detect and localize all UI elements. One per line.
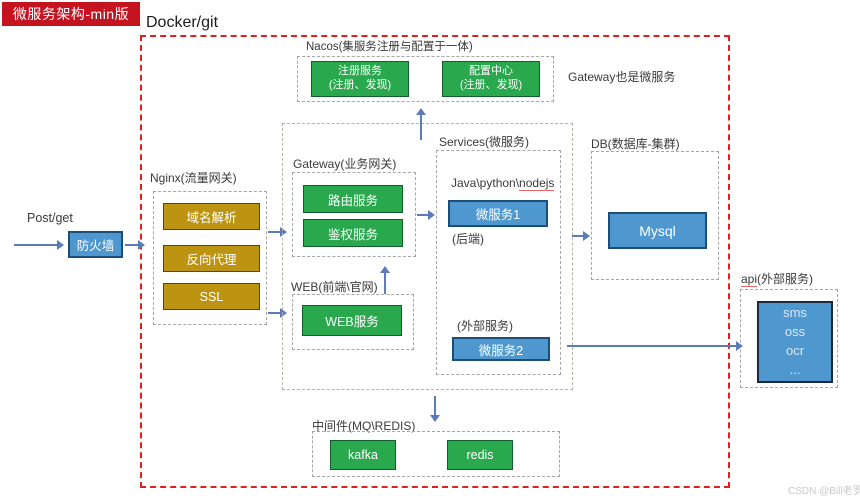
web-section-box	[292, 294, 414, 350]
runtime-prefix: Java\python\	[451, 176, 520, 190]
nginx-section-box	[153, 191, 267, 325]
services-section-box	[436, 150, 561, 375]
runtime-suffix: nodejs	[519, 176, 555, 191]
runtime-label: Java\python\nodejs	[451, 176, 555, 191]
watermark: CSDN @Bill老罗	[788, 486, 860, 497]
db-section-label: DB(数据库-集群)	[591, 137, 680, 151]
node-registry-line1: 注册服务	[338, 65, 382, 78]
gateway-section-box	[292, 172, 416, 257]
api-line-ocr: ocr	[785, 343, 805, 358]
docker-git-label: Docker/git	[146, 14, 219, 31]
middleware-section-label: 中间件(MQ\REDIS)	[312, 419, 416, 433]
arrow-services-to-db	[572, 231, 590, 241]
arrow-gateway-to-services	[417, 210, 435, 220]
node-firewall: 防火墙	[68, 231, 123, 258]
api-line-oss: oss	[784, 324, 806, 340]
node-registry-line2: (注册、发现)	[328, 79, 392, 91]
web-section-label: WEB(前端\官网)	[291, 280, 378, 294]
node-external-api: sms oss ocr ...	[757, 301, 833, 383]
post-get-label: Post/get	[27, 211, 73, 225]
arrow-container-to-middleware	[430, 396, 440, 422]
api-line-sms: sms	[783, 305, 807, 321]
db-section-box	[591, 151, 719, 280]
nacos-section-box	[297, 56, 554, 102]
api-title-prefix: api	[741, 272, 758, 287]
node-microservice-1: 微服务1	[448, 200, 548, 227]
node-dns-resolve: 域名解析	[163, 203, 260, 230]
nginx-section-label: Nginx(流量网关)	[150, 171, 237, 185]
node-config-line1: 配置中心	[469, 65, 513, 78]
services-container-box	[282, 123, 573, 390]
arrow-nginx-to-web	[268, 308, 287, 318]
arrow-web-to-gateway	[380, 266, 390, 294]
node-registry-service: 注册服务 (注册、发现)	[311, 61, 409, 97]
node-microservice-2: 微服务2	[452, 337, 550, 361]
page-title: 微服务架构-min版	[2, 2, 140, 26]
arrow-entry-to-firewall	[14, 240, 64, 250]
arrow-microservice2-to-api	[567, 341, 743, 351]
node-kafka: kafka	[330, 440, 396, 470]
docker-boundary-box	[140, 35, 730, 488]
node-ssl: SSL	[163, 283, 260, 310]
middleware-section-box	[312, 431, 560, 477]
node-route-service: 路由服务	[303, 185, 403, 213]
services-section-label: Services(微服务)	[439, 135, 530, 149]
backend-note: (后端)	[452, 232, 484, 246]
node-config-line2: (注册、发现)	[459, 79, 523, 91]
nacos-section-label: Nacos(集服务注册与配置于一体)	[306, 41, 473, 53]
node-redis: redis	[447, 440, 513, 470]
api-title-suffix: (外部服务)	[757, 272, 814, 286]
node-auth-service: 鉴权服务	[303, 219, 403, 247]
arrow-firewall-to-nginx	[125, 240, 145, 250]
node-config-center: 配置中心 (注册、发现)	[442, 61, 540, 97]
gateway-note: Gateway也是微服务	[568, 70, 676, 84]
api-section-label: api(外部服务)	[741, 270, 813, 287]
node-web-service: WEB服务	[302, 305, 402, 336]
api-line-more: ...	[789, 361, 801, 377]
node-mysql: Mysql	[608, 212, 707, 249]
gateway-section-label: Gateway(业务网关)	[293, 157, 397, 171]
external-note: (外部服务)	[457, 319, 513, 333]
arrow-container-to-nacos	[416, 108, 426, 140]
arrow-nginx-to-gateway	[268, 227, 287, 237]
node-reverse-proxy: 反向代理	[163, 245, 260, 272]
api-section-box	[740, 289, 838, 388]
